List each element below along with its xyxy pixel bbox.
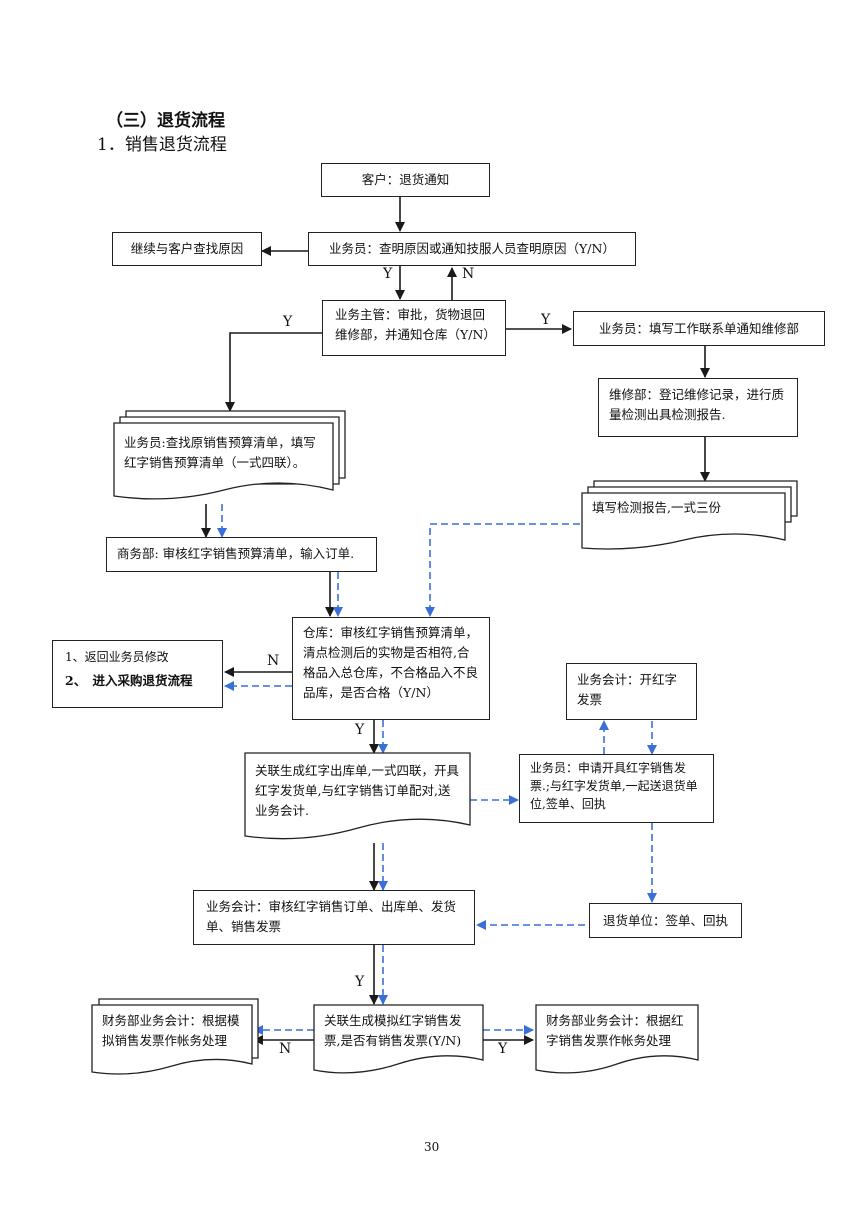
node-find-budget: 业务员:查找原销售预算清单，填写红字销售预算清单（一式四联）。: [114, 423, 333, 493]
report-text: 填写检测报告,一式三份: [592, 500, 721, 515]
section-heading: （三）退货流程: [106, 111, 225, 131]
node-customer-notice: 客户：退货通知: [321, 163, 490, 197]
return-option-2: 2、 进入采购退货流程: [65, 673, 193, 688]
node-apply-invoice: 业务员：申请开具红字销售发票.;与红字发货单,一起送退货单位,签单、回执: [519, 754, 714, 823]
label-y-left: Y: [283, 314, 293, 330]
label-y-check: Y: [383, 266, 393, 282]
node-commerce-review: 商务部: 审核红字销售预算清单，输入订单.: [106, 537, 377, 572]
node-fill-contact: 业务员：填写工作联系单通知维修部: [573, 311, 825, 346]
label-y-invoice: Y: [498, 1041, 508, 1057]
label-y-warehouse: Y: [355, 722, 365, 738]
node-repair-record: 维修部：登记维修记录，进行质量检测出具检测报告.: [598, 378, 798, 437]
sub-heading: 1．销售退货流程: [97, 135, 227, 155]
page-number: 30: [424, 1140, 440, 1154]
finance-red-text: 财务部业务会计：根据红字销售发票作帐务处理: [546, 1013, 684, 1048]
label-y-review: Y: [355, 974, 365, 990]
node-return-unit: 退货单位：签单、回执: [589, 903, 742, 938]
node-finance-red: 财务部业务会计：根据红字销售发票作帐务处理: [536, 1005, 698, 1067]
label-n-invoice: N: [279, 1041, 292, 1057]
label-n-check: N: [462, 266, 475, 282]
label-n-warehouse: N: [267, 653, 280, 669]
node-warehouse-review: 仓库：审核红字销售预算清单，清点检测后的实物是否相符,合格品入总仓库，不合格品入…: [292, 617, 490, 720]
return-option-1: 1、返回业务员修改: [65, 650, 169, 664]
node-acct-review: 业务会计：审核红字销售订单、出库单、发货单、销售发票: [193, 890, 475, 945]
node-red-outbound: 关联生成红字出库单,一式四联，开具红字发货单,与红字销售订单配对,送业务会计.: [245, 753, 470, 833]
node-salesman-check: 业务员：查明原因或通知技服人员查明原因（Y/N）: [308, 232, 636, 266]
node-inspection-report: 填写检测报告,一式三份: [582, 493, 785, 543]
node-finance-simulated: 财务部业务会计：根据模拟销售发票作帐务处理: [92, 1005, 252, 1067]
node-return-options: 1、返回业务员修改 2、 进入采购退货流程: [52, 640, 223, 708]
simulated-invoice-text: 关联生成模拟红字销售发票,是否有销售发票(Y/N): [324, 1013, 462, 1048]
find-budget-text: 业务员:查找原销售预算清单，填写红字销售预算清单（一式四联）。: [124, 435, 316, 470]
node-simulated-invoice: 关联生成模拟红字销售发票,是否有销售发票(Y/N): [314, 1005, 483, 1067]
node-supervisor-approve: 业务主管：审批，货物退回维修部，并通知仓库（Y/N）: [322, 300, 506, 356]
acct-invoice-text: 业务会计：开红字发票: [577, 672, 678, 707]
red-outbound-text: 关联生成红字出库单,一式四联，开具红字发货单,与红字销售订单配对,送业务会计.: [255, 763, 459, 818]
label-y-right: Y: [541, 312, 551, 328]
node-acct-invoice: 业务会计：开红字发票: [566, 663, 697, 720]
finance-simulated-text: 财务部业务会计：根据模拟销售发票作帐务处理: [102, 1013, 240, 1048]
node-continue-search: 继续与客户查找原因: [112, 232, 262, 266]
